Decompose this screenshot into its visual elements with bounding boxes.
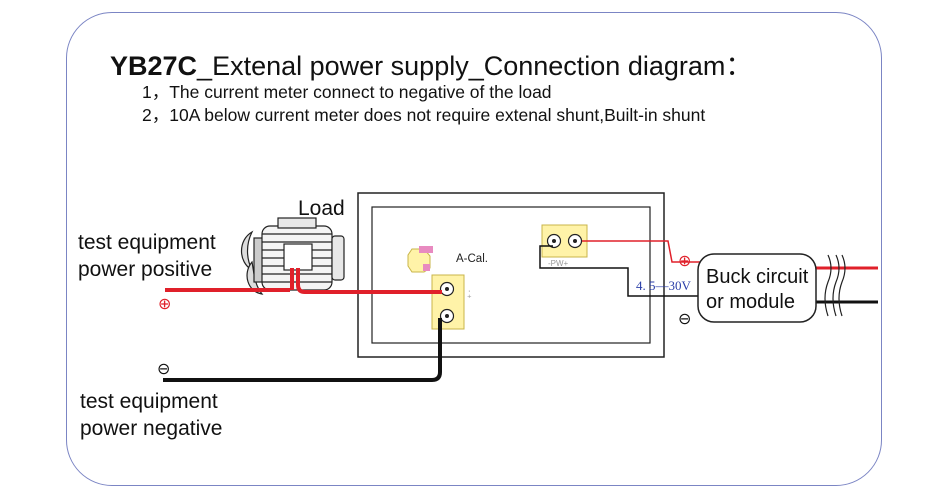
calibration-pads (407, 246, 433, 273)
page-title: YB27C_Extenal power supply_Connection di… (110, 44, 752, 83)
svg-text:- +: - + (465, 290, 472, 298)
test-positive-label: test equipment power positive (78, 229, 216, 283)
minus-symbol-buck: ⊖ (678, 309, 691, 328)
buck-line2: or module (706, 291, 795, 313)
wire-break-marks (824, 254, 846, 317)
note-1: 1，The current meter connect to negative … (142, 82, 552, 102)
motor-load-icon (240, 217, 345, 295)
buck-line1: Buck circuit (706, 266, 809, 288)
negative-wire (163, 318, 442, 382)
note-2: 2，10A below current meter does not requi… (142, 105, 706, 125)
pw-label: -PW+ (548, 259, 569, 268)
model-name: YB27C (110, 51, 198, 81)
acal-label: A-Cal. (456, 253, 488, 265)
plus-symbol-buck: ⊕ (678, 251, 691, 270)
buck-module-box (697, 253, 817, 323)
test-positive-line2: power positive (78, 258, 213, 281)
meter-panel (357, 192, 665, 358)
title-rest: _Extenal power supply_Connection diagram… (197, 51, 753, 81)
test-negative-line1: test equipment (80, 390, 218, 413)
test-negative-line2: power negative (80, 417, 223, 440)
test-negative-label: test equipment power negative (80, 388, 222, 442)
power-terminal-block (541, 224, 588, 258)
positive-wire-to-meter (296, 268, 442, 294)
minus-symbol-input: ⊖ (157, 359, 170, 378)
plus-symbol-input: ⊕ (158, 294, 171, 313)
buck-module-label: Buck circuit or module (706, 265, 808, 315)
test-positive-line1: test equipment (78, 231, 216, 254)
current-terminal-block: - + (431, 274, 472, 330)
load-label: Load (298, 197, 345, 220)
power-negative-wire (539, 245, 700, 297)
voltage-label: 4. 5—30V (636, 278, 692, 293)
power-positive-wire (582, 240, 700, 263)
diagram-frame (66, 12, 882, 486)
